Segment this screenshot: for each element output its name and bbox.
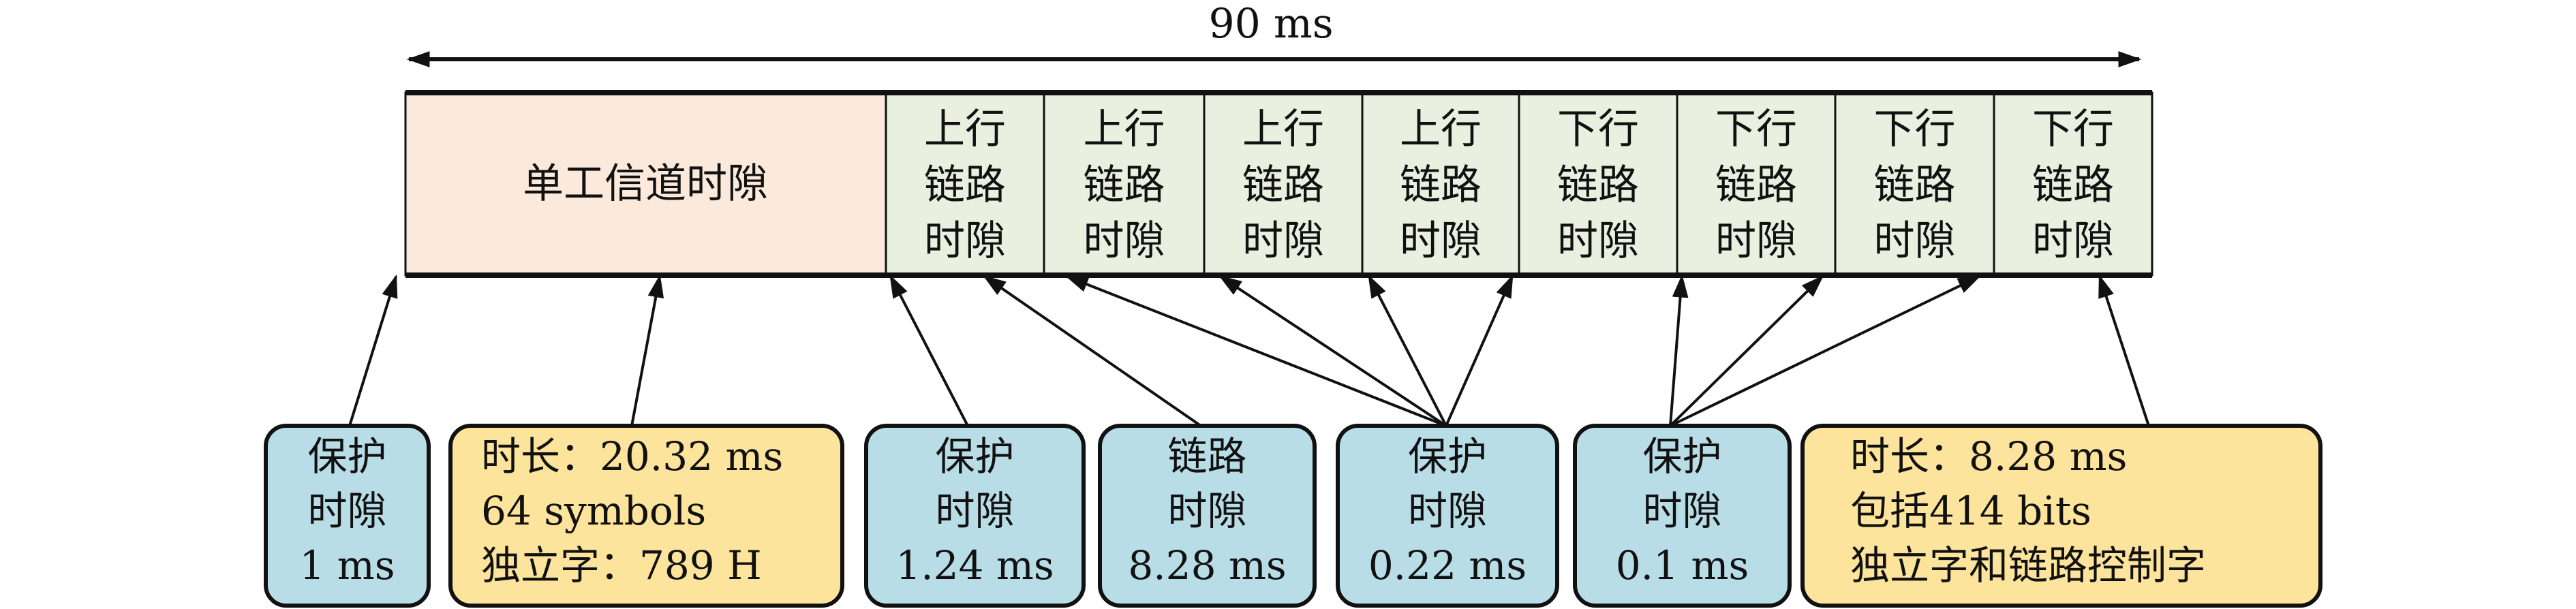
pointer-arrow: [889, 274, 969, 426]
callout-line: 保护: [1642, 433, 1721, 480]
callout-line: 1.24 ms: [895, 542, 1054, 589]
callout-background: [864, 424, 1086, 608]
slot-label-line: 时隙: [1557, 217, 1639, 265]
callout-line: 独立字和链路控制字: [1850, 542, 2206, 589]
slot-label-line: 上行: [1400, 106, 1482, 153]
span-label: 90 ms: [1208, 0, 1333, 48]
slot-label-line: 时隙: [924, 217, 1006, 265]
slot-label-line: 上行: [924, 106, 1006, 153]
slot-cell: [1834, 91, 1995, 277]
callout-background: [1098, 424, 1317, 608]
callout-background: [1800, 424, 2322, 608]
callout-line: 时长：8.28 ms: [1850, 433, 2127, 480]
callout-line: 链路: [1167, 433, 1246, 480]
frame: 单工信道时隙 上行链路时隙上行链路时隙上行链路时隙上行链路时隙下行链路时隙下行链…: [404, 90, 2153, 278]
slot-label-line: 时隙: [1400, 217, 1482, 265]
pointer-arrows: [348, 274, 2150, 427]
pointer-arrow: [1670, 275, 1982, 427]
slot-label-line: 时隙: [1874, 217, 1956, 265]
slot-label-line: 链路: [1084, 161, 1165, 209]
callout-background: [1573, 424, 1792, 608]
slot-label-line: 时隙: [1715, 217, 1797, 265]
callout-background: [448, 424, 844, 608]
slot-cell: [1993, 91, 2153, 277]
slot-cell: [1518, 91, 1678, 277]
callout-line: 独立字：789 H: [481, 542, 762, 589]
slot-label-line: 链路: [1557, 161, 1639, 209]
slot-label-line: 时隙: [1242, 217, 1324, 265]
callout-background: [264, 424, 431, 608]
pointer-arrow: [1064, 275, 1447, 427]
callout-line: 时长：20.32 ms: [481, 433, 783, 480]
callout-line: 时隙: [1408, 488, 1487, 534]
callout-line: 时隙: [307, 488, 386, 534]
slot-label-line: 时隙: [1084, 217, 1165, 265]
pointer-arrow: [1368, 274, 1447, 426]
slot-label-line: 下行: [2032, 106, 2114, 153]
callout-line: 保护: [307, 433, 386, 480]
callout-line: 时隙: [1167, 488, 1246, 534]
slot-label-line: 下行: [1715, 106, 1797, 153]
callout-line: 0.1 ms: [1616, 542, 1749, 589]
callout-box: 时长：8.28 ms 包括414 bits 独立字和链路控制字: [1800, 424, 2322, 608]
pointer-arrow: [1445, 274, 1514, 426]
pointer-arrow: [1669, 275, 1824, 427]
slot-label-line: 时隙: [2032, 217, 2114, 265]
slot-label-line: 链路: [1715, 161, 1797, 209]
callout-line: 64 symbols: [481, 488, 706, 534]
slot-label-line: 下行: [1557, 106, 1639, 153]
callout-line: 时隙: [935, 488, 1014, 534]
callout-line: 保护: [1408, 433, 1487, 480]
pointer-arrow: [983, 275, 1202, 427]
slot-label-line: 链路: [1400, 161, 1482, 209]
callout-line: 8.28 ms: [1128, 542, 1286, 589]
slot-cell: [885, 91, 1045, 277]
pointer-arrow: [348, 274, 398, 426]
callout-line: 时隙: [1642, 488, 1721, 534]
slot-label-line: 链路: [2032, 161, 2114, 209]
slot-label-line: 下行: [1874, 106, 1956, 153]
callout-line: 1 ms: [299, 542, 395, 589]
simplex-slot-label: 单工信道时隙: [523, 160, 768, 208]
pointer-arrow: [630, 274, 664, 426]
callout-line: 包括414 bits: [1850, 488, 2091, 534]
callout-box: 时长：20.32 ms 64 symbols 独立字：789 H: [448, 424, 844, 608]
slot-label-line: 链路: [1874, 161, 1956, 209]
callout-background: [1336, 424, 1559, 608]
pointer-arrow: [2098, 274, 2150, 426]
pointer-arrow: [1218, 275, 1447, 427]
slot-label-line: 上行: [1084, 106, 1165, 153]
slot-label-line: 链路: [924, 161, 1006, 209]
pointer-arrow: [1669, 274, 1689, 426]
slot-label-line: 上行: [1242, 106, 1324, 153]
callout-line: 0.22 ms: [1368, 542, 1527, 589]
callout-line: 保护: [935, 433, 1014, 480]
slot-label-line: 链路: [1242, 161, 1324, 209]
